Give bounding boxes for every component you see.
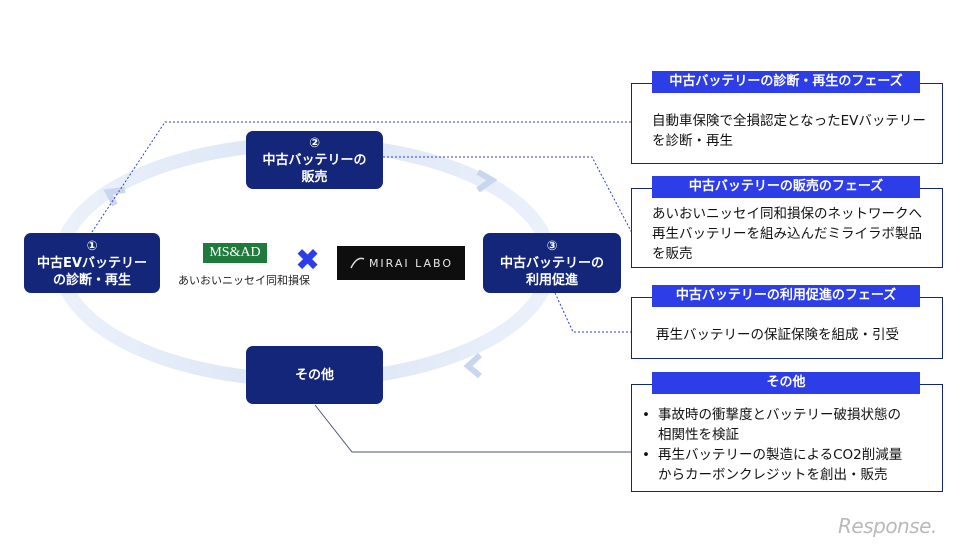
connector-other: [314, 404, 632, 453]
phase-other-bullet-line: からカーボンクレジットを創出・販売: [658, 467, 888, 483]
cycle-arrow-left: [103, 187, 126, 207]
node-diagnose-line1: 中古EVバッテリー: [37, 255, 147, 271]
phase-diagnose-line: 自動車保険で全損認定となったEVバッテリー: [652, 113, 926, 129]
phase-sales-line: 再生バッテリーを組み込んだミライラボ製品: [652, 226, 922, 242]
node-diagnose: ① 中古EVバッテリー の診断・再生: [24, 233, 160, 293]
node-sales-number: ②: [308, 135, 320, 151]
node-other-label: その他: [294, 367, 334, 383]
node-sales-line2: 販売: [301, 169, 328, 185]
msad-caption: あいおいニッセイ同和損保: [178, 274, 310, 287]
cycle-arrow-top: [476, 169, 498, 193]
phase-other-title: その他: [652, 372, 920, 394]
node-promote-number: ③: [546, 238, 558, 254]
phase-sales-box: あいおいニッセイ同和損保のネットワークへ 再生バッテリーを組み込んだミライラボ製…: [631, 188, 943, 268]
phase-other-bullet-line: 再生バッテリーの製造によるCO2削減量: [658, 447, 903, 463]
phase-other-bullet-line: 相関性を検証: [658, 427, 739, 443]
phase-promote-title: 中古バッテリーの利用促進のフェーズ: [652, 285, 920, 307]
phase-other-bullet: 事故時の衝撃度とバッテリー破損状態の 相関性を検証: [636, 405, 902, 445]
phase-promote-line: 再生バッテリーの保証保険を組成・引受: [656, 327, 899, 343]
phase-promote-box: 再生バッテリーの保証保険を組成・引受: [631, 297, 943, 359]
phase-sales-line: を販売: [652, 246, 693, 262]
phase-sales-title: 中古バッテリーの販売のフェーズ: [652, 176, 920, 198]
phase-sales-line: あいおいニッセイ同和損保のネットワークへ: [652, 206, 922, 222]
node-other: その他: [246, 346, 383, 404]
node-diagnose-line2: の診断・再生: [52, 272, 131, 288]
connector-sales: [383, 156, 633, 234]
phase-diagnose-line: を診断・再生: [652, 133, 733, 149]
cycle-arrow-bottom: [463, 352, 483, 379]
node-promote-line1: 中古バッテリーの: [499, 255, 604, 271]
mirai-labo-text: MIRAI LABO: [368, 256, 454, 270]
phase-other-bullet-line: 事故時の衝撃度とバッテリー破損状態の: [658, 407, 901, 423]
node-sales: ② 中古バッテリーの 販売: [246, 131, 383, 189]
node-promote: ③ 中古バッテリーの 利用促進: [483, 233, 621, 293]
cross-icon: ✖: [295, 243, 321, 278]
phase-diagnose-box: 自動車保険で全損認定となったEVバッテリー を診断・再生: [631, 83, 943, 164]
node-promote-line2: 利用促進: [525, 272, 578, 288]
response-watermark: Response.: [838, 514, 937, 538]
msad-logo: MS&AD: [203, 243, 267, 263]
mirai-swoosh-icon: [350, 257, 365, 269]
phase-diagnose-title: 中古バッテリーの診断・再生のフェーズ: [652, 71, 920, 93]
node-diagnose-number: ①: [86, 238, 98, 254]
phase-other-box: 事故時の衝撃度とバッテリー破損状態の 相関性を検証 再生バッテリーの製造によるC…: [631, 384, 943, 492]
connector-diagnose: [91, 121, 632, 233]
phase-other-bullet: 再生バッテリーの製造によるCO2削減量 からカーボンクレジットを創出・販売: [636, 445, 902, 485]
node-sales-line1: 中古バッテリーの: [262, 152, 367, 168]
mirai-labo-logo: MIRAI LABO: [337, 246, 465, 280]
